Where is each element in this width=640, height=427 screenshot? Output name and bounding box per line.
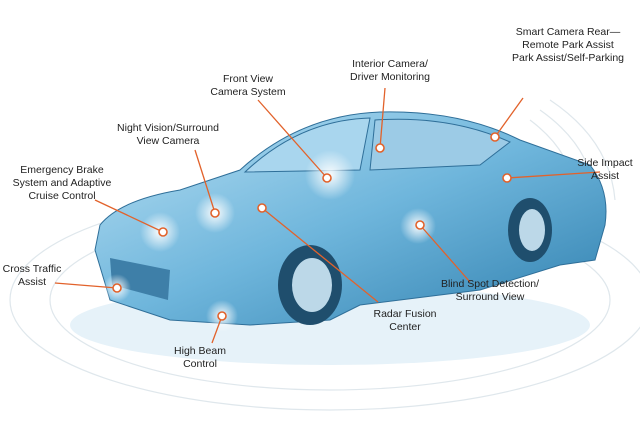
label-blind-spot: Blind Spot Detection/Surround View xyxy=(441,278,539,304)
label-line: System and Adaptive xyxy=(12,177,112,189)
sensor-dots xyxy=(112,132,512,321)
label-line: Cruise Control xyxy=(28,190,96,202)
label-line: Front View xyxy=(223,73,273,85)
label-line: Camera System xyxy=(210,86,286,98)
label-line: Driver Monitoring xyxy=(350,71,430,83)
callout-lines xyxy=(54,87,601,344)
wheels xyxy=(278,198,552,325)
label-line: Cross Traffic xyxy=(2,263,62,275)
label-line: View Camera xyxy=(136,135,200,147)
label-line: Smart Camera Rear— xyxy=(515,26,621,38)
label-line: Assist xyxy=(17,276,47,288)
label-line: Emergency Brake xyxy=(20,164,104,176)
grille xyxy=(110,258,170,300)
label-line: Side Impact xyxy=(577,157,633,169)
label-line: Park Assist/Self-Parking xyxy=(511,52,625,64)
label-line: Control xyxy=(183,358,217,370)
label-line: Blind Spot Detection/ xyxy=(440,278,540,290)
label-interior-camera: Interior Camera/Driver Monitoring xyxy=(350,58,430,84)
side-windows xyxy=(369,118,511,171)
label-line: Surround View xyxy=(455,291,525,303)
label-line: Radar Fusion xyxy=(373,308,437,320)
label-line: Interior Camera/ xyxy=(352,58,428,70)
label-line: Center xyxy=(389,321,421,333)
label-line: Remote Park Assist xyxy=(522,39,614,51)
label-line: Assist xyxy=(590,170,620,182)
label-line: Night Vision/Surround xyxy=(117,122,219,134)
label-line: High Beam xyxy=(174,345,226,357)
